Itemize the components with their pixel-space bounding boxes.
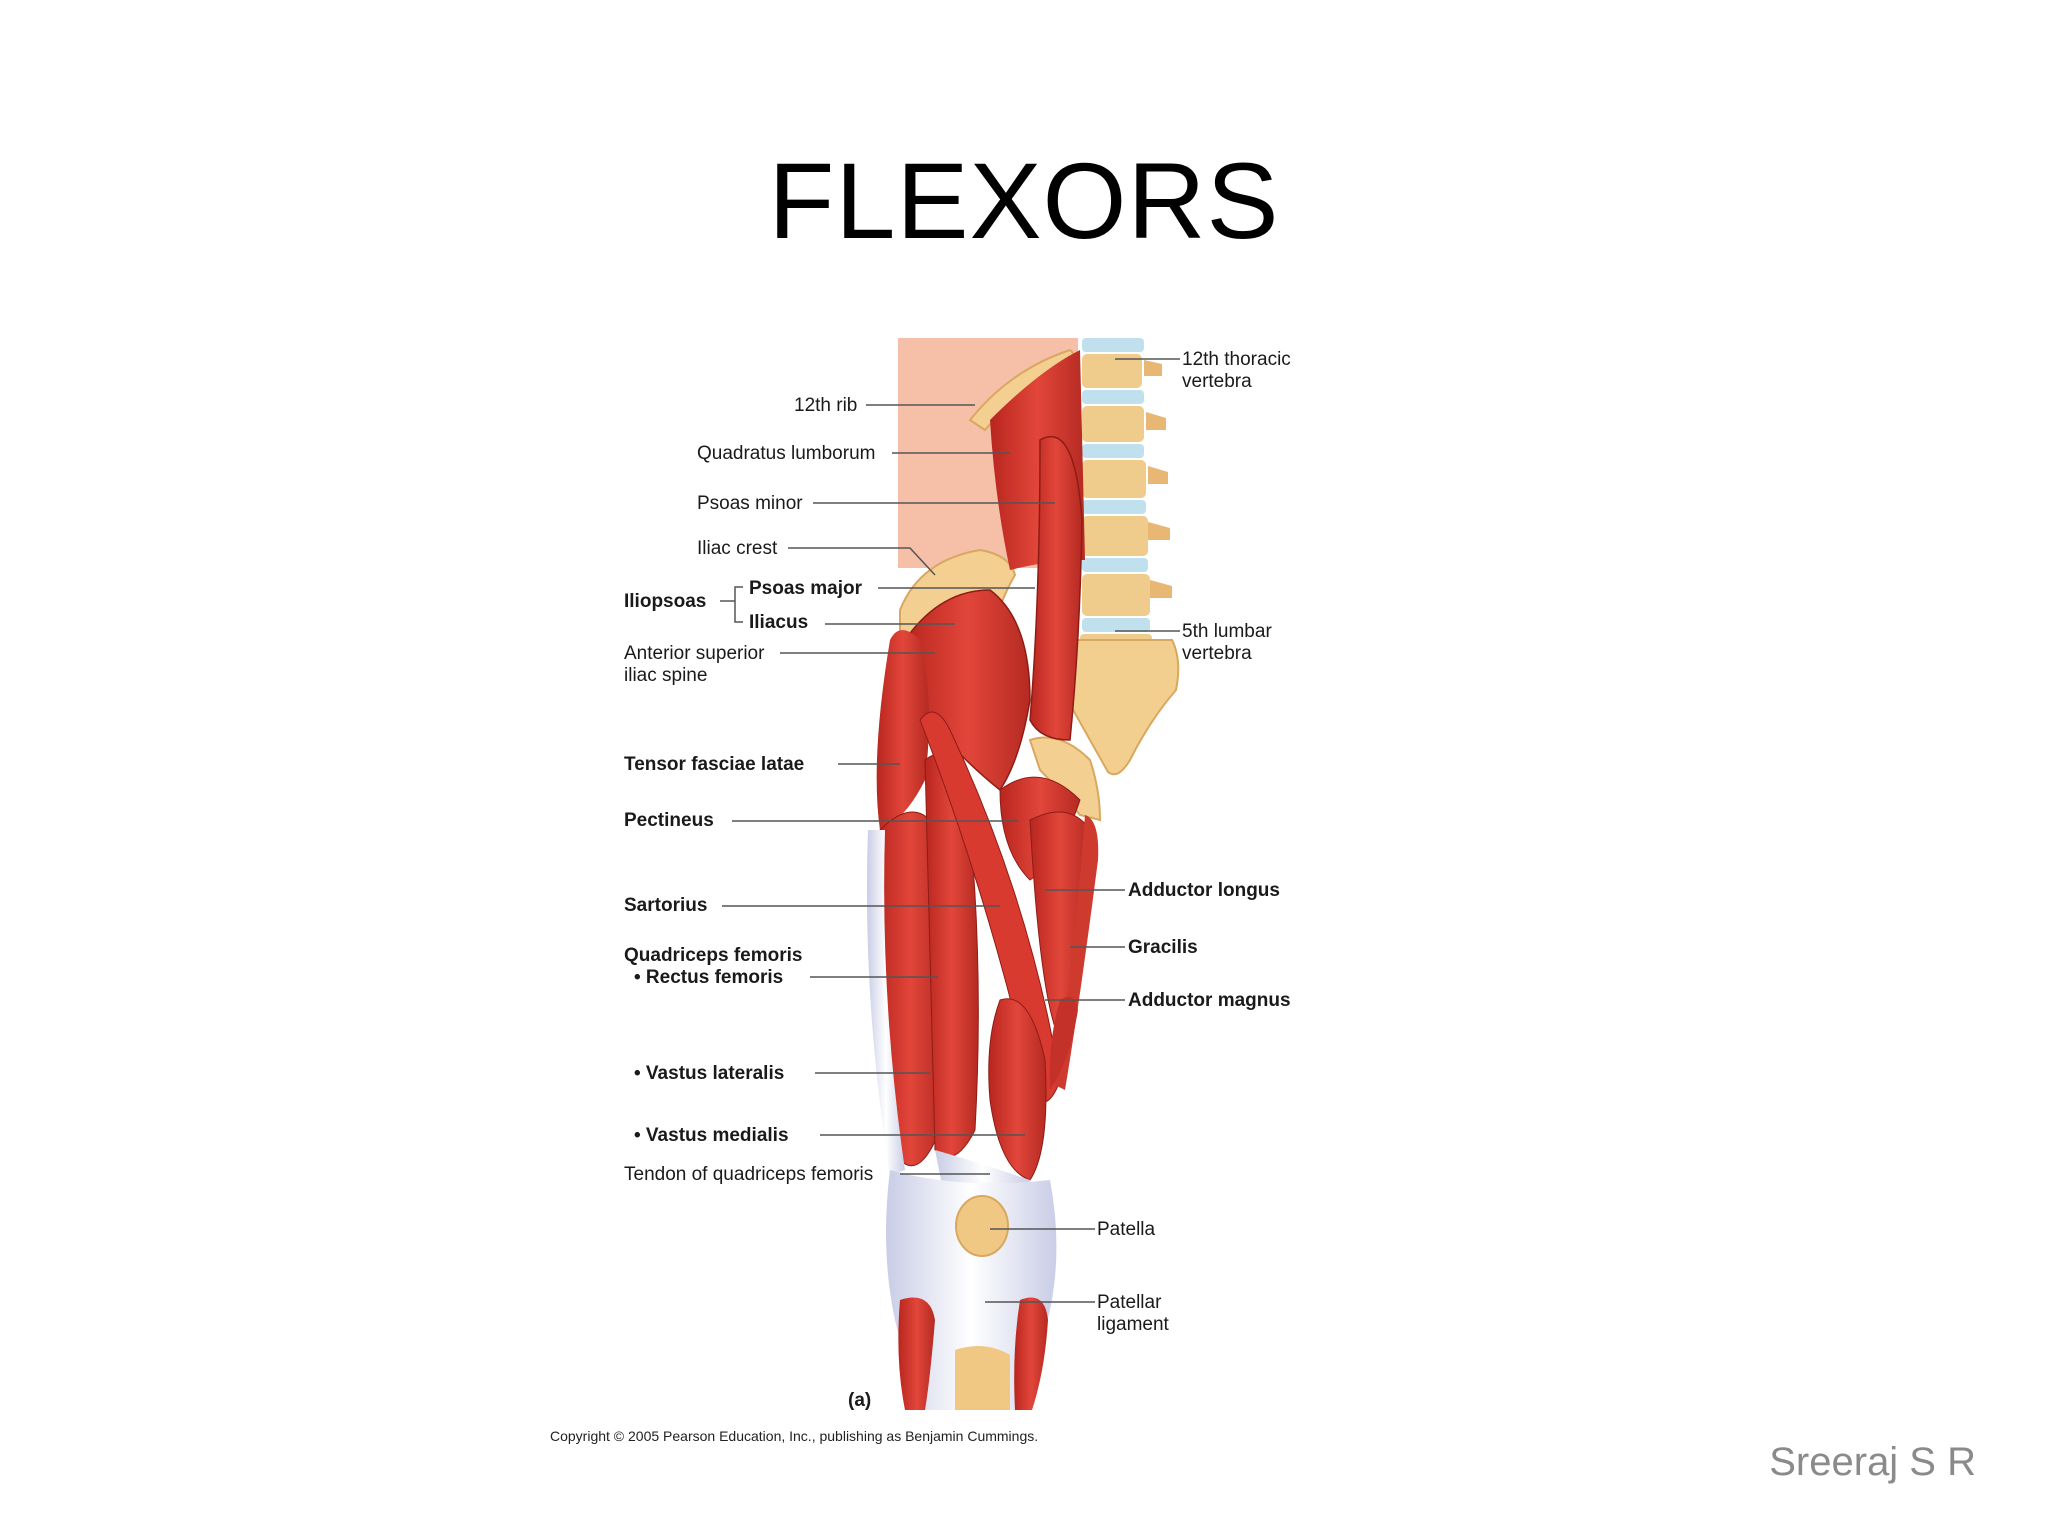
tensor-fasciae-latae-muscle: [876, 630, 929, 830]
leader-lines-left: [720, 404, 1055, 1175]
label-tendon-of-quadriceps: Tendon of quadriceps femoris: [624, 1164, 873, 1185]
label-rectus-femoris: • Rectus femoris: [634, 967, 783, 988]
label-patella: Patella: [1097, 1219, 1156, 1240]
lower-leg-lateral-muscle: [898, 1297, 935, 1410]
label-sartorius: Sartorius: [624, 895, 707, 916]
label-5th-lumbar-line1: 5th lumbar: [1182, 621, 1272, 642]
label-psoas-minor: Psoas minor: [697, 493, 803, 514]
label-asis-line1: Anterior superior: [624, 643, 765, 664]
patella-bone: [955, 1195, 1009, 1257]
author-name: Sreeraj S R: [1769, 1440, 1976, 1484]
iliotibial-band: [866, 830, 905, 1175]
label-patellar-ligament-line1: Patellar: [1097, 1292, 1162, 1313]
label-iliacus: Iliacus: [749, 612, 808, 633]
lower-leg-medial-muscle: [1014, 1297, 1048, 1410]
copyright-notice: Copyright © 2005 Pearson Education, Inc.…: [550, 1428, 1039, 1444]
label-patellar-ligament-line2: ligament: [1097, 1314, 1170, 1335]
psoas-major-muscle: [1029, 435, 1083, 741]
label-tensor-fasciae-latae: Tensor fasciae latae: [624, 754, 804, 775]
label-asis-line2: iliac spine: [624, 665, 707, 686]
label-vastus-medialis: • Vastus medialis: [634, 1125, 789, 1146]
label-iliopsoas: Iliopsoas: [624, 591, 706, 612]
leader-lines-right: [985, 358, 1180, 1303]
panel-label: (a): [848, 1390, 871, 1411]
label-5th-lumbar-line2: vertebra: [1182, 643, 1252, 664]
slide-title: FLEXORS: [768, 140, 1280, 261]
vertebral-column: [1056, 338, 1180, 776]
label-iliac-crest: Iliac crest: [697, 538, 778, 559]
tibial-tuberosity: [955, 1346, 1010, 1410]
label-vastus-lateralis: • Vastus lateralis: [634, 1063, 784, 1084]
label-12th-thoracic-line2: vertebra: [1182, 371, 1252, 392]
label-gracilis: Gracilis: [1128, 937, 1198, 958]
label-adductor-longus: Adductor longus: [1128, 880, 1280, 901]
label-12th-thoracic-line1: 12th thoracic: [1182, 349, 1291, 370]
label-psoas-major: Psoas major: [749, 578, 863, 599]
label-12th-rib: 12th rib: [794, 395, 857, 416]
label-quadratus-lumborum: Quadratus lumborum: [697, 443, 875, 464]
label-pectineus: Pectineus: [624, 810, 714, 831]
label-adductor-magnus: Adductor magnus: [1128, 990, 1291, 1011]
label-quadriceps-femoris: Quadriceps femoris: [624, 945, 802, 966]
adductor-magnus-muscle: [1049, 996, 1078, 1090]
